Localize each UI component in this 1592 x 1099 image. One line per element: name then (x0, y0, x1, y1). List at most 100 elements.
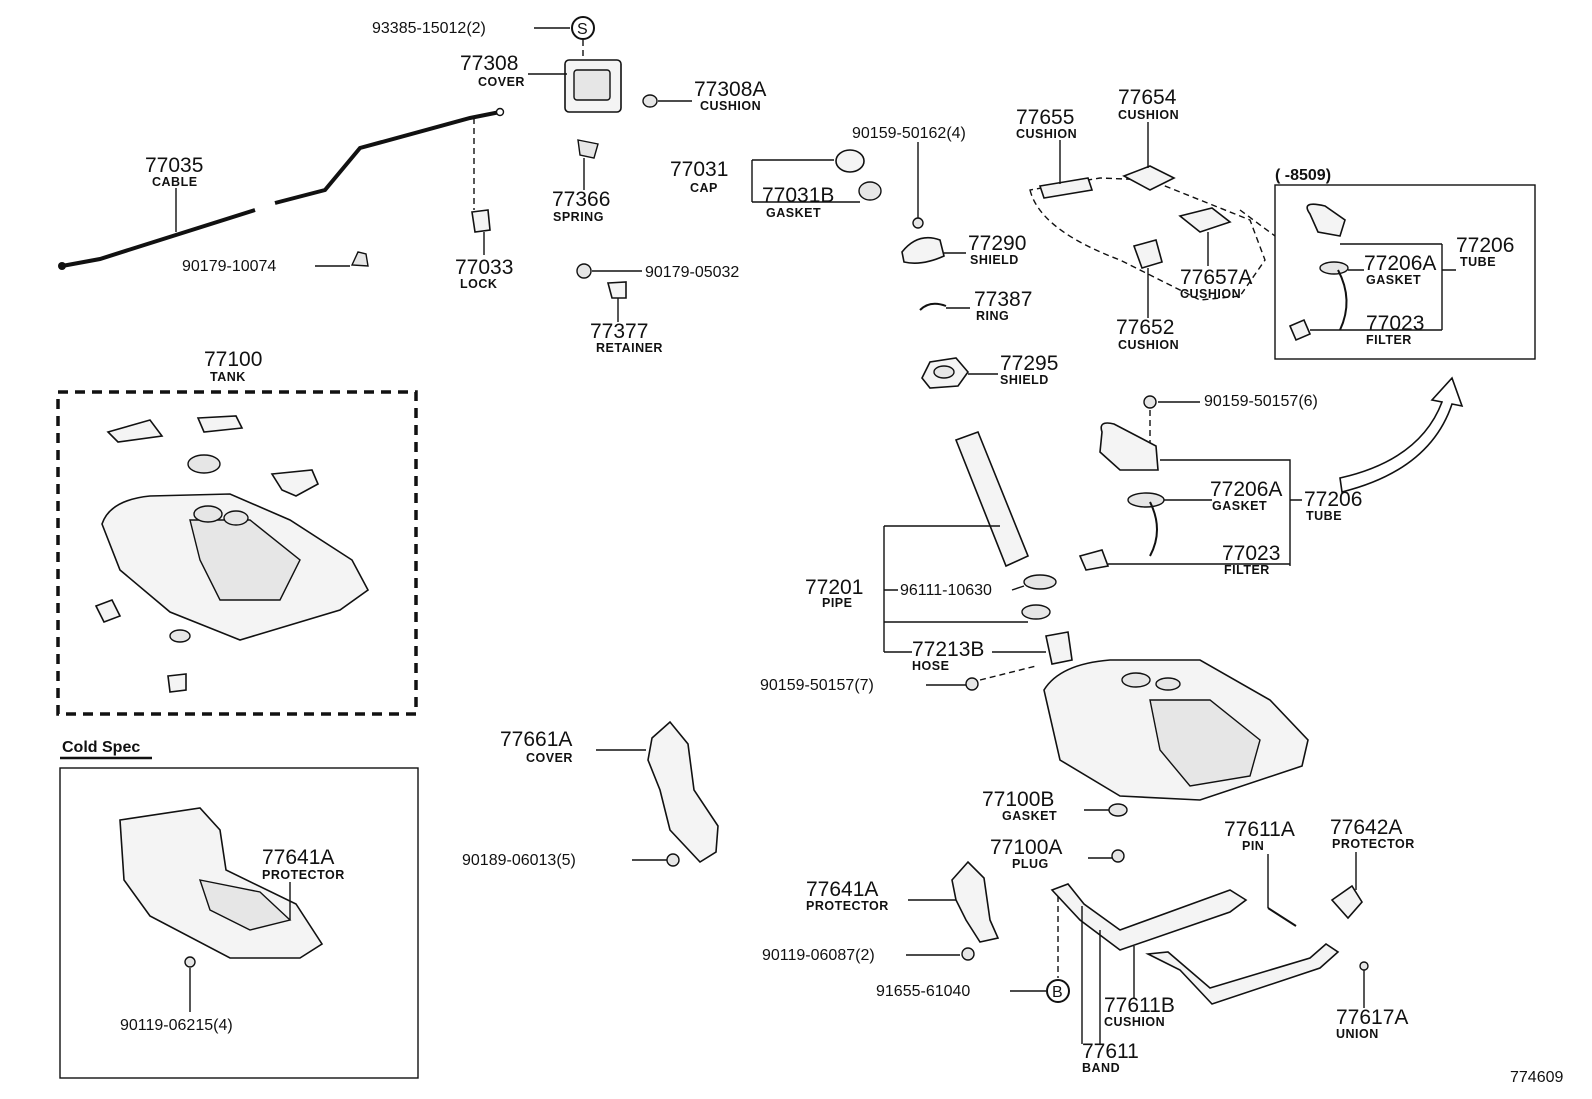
callout-77206A[interactable]: 77206A GASKET (1108, 459, 1302, 566)
callout-77100B[interactable]: 77100B GASKET (982, 788, 1128, 823)
svg-text:77100B: 77100B (982, 788, 1054, 811)
svg-text:77641A: 77641A (262, 846, 334, 869)
svg-text:RETAINER: RETAINER (596, 341, 663, 355)
callout-77031[interactable]: 77031 CAP (670, 158, 834, 202)
svg-text:FILTER: FILTER (1224, 563, 1270, 577)
callout-77377[interactable]: 77377 RETAINER (590, 298, 663, 355)
symbol-s-badge: S (571, 16, 595, 40)
callout-90189-06013[interactable]: 90189-06013(5) (462, 852, 680, 869)
cushion-77655-shape (1038, 177, 1094, 199)
svg-text:77201: 77201 (805, 576, 863, 599)
callout-90179-05032[interactable]: 90179-05032 (592, 264, 739, 281)
svg-text:TANK: TANK (210, 370, 246, 384)
callout-77035[interactable]: 77035 CABLE (145, 154, 203, 232)
cold-spec-section: Cold Spec (59, 739, 419, 1079)
callout-77641A[interactable]: 77641A PROTECTOR (806, 878, 956, 913)
svg-text:PROTECTOR: PROTECTOR (806, 899, 889, 913)
callout-77206A-top[interactable]: 77206A GASKET (1364, 252, 1436, 287)
svg-text:90119-06215(4): 90119-06215(4) (120, 1017, 233, 1034)
svg-text:CUSHION: CUSHION (1118, 338, 1179, 352)
callout-77387[interactable]: 77387 RING (946, 288, 1032, 323)
svg-text:77308: 77308 (460, 52, 518, 75)
svg-text:GASKET: GASKET (1212, 499, 1267, 513)
callout-77023-top[interactable]: 77023 FILTER (1366, 312, 1424, 347)
callout-77661A[interactable]: 77661A COVER (500, 728, 646, 765)
svg-text:PLUG: PLUG (1012, 857, 1049, 871)
callout-77023[interactable]: 77023 FILTER (1222, 542, 1280, 577)
svg-text:77100: 77100 (204, 348, 262, 371)
ring-77387-shape (919, 302, 947, 311)
svg-text:CABLE: CABLE (152, 175, 198, 189)
svg-text:77661A: 77661A (500, 728, 572, 751)
callout-77100A[interactable]: 77100A PLUG (990, 836, 1125, 871)
callout-77617A[interactable]: 77617A UNION (1336, 961, 1408, 1041)
callout-77611A[interactable]: 77611A PIN (1224, 818, 1297, 927)
cold-spec-label: Cold Spec (62, 739, 140, 756)
nut-90179-05032-shape (576, 263, 627, 299)
callout-77290[interactable]: 77290 SHIELD (944, 232, 1026, 267)
callout-77033[interactable]: 77033 LOCK (455, 232, 513, 291)
svg-text:GASKET: GASKET (1002, 809, 1057, 823)
spring-77366-shape (577, 139, 599, 159)
symbol-b-badge: B (1046, 979, 1070, 1003)
svg-text:90159-50162(4): 90159-50162(4) (852, 125, 966, 142)
svg-text:77617A: 77617A (1336, 1006, 1408, 1029)
callout-77657A[interactable]: 77657A CUSHION (1180, 232, 1252, 301)
callout-90159-50157-7[interactable]: 90159-50157(7) (760, 665, 1037, 694)
svg-text:77366: 77366 (552, 188, 610, 211)
callout-77308A[interactable]: 77308A CUSHION (658, 78, 766, 113)
svg-text:90179-05032: 90179-05032 (645, 264, 739, 281)
callout-96111-10630[interactable]: 96111-10630 (900, 582, 1025, 599)
callout-93385-15012[interactable]: 93385-15012(2) (372, 20, 570, 37)
callout-77206[interactable]: 77206 TUBE (1304, 488, 1362, 523)
callout-77206-top[interactable]: 77206 TUBE (1456, 234, 1514, 269)
callout-77642A[interactable]: 77642A PROTECTOR (1330, 816, 1415, 920)
callout-77308[interactable]: 77308 COVER (460, 52, 567, 89)
svg-text:TUBE: TUBE (1460, 255, 1496, 269)
lock-77033-shape (471, 209, 491, 233)
callout-77611B[interactable]: 77611B CUSHION (1104, 946, 1175, 1029)
callout-77031B[interactable]: 77031B GASKET (752, 184, 860, 220)
fuel-tank-shape (1043, 659, 1309, 801)
svg-text:77206A: 77206A (1210, 478, 1282, 501)
svg-text:PROTECTOR: PROTECTOR (262, 868, 345, 882)
svg-text:77031B: 77031B (762, 184, 834, 207)
svg-text:77642A: 77642A (1330, 816, 1402, 839)
part-number: 93385-15012(2) (372, 20, 486, 37)
svg-text:77213B: 77213B (912, 638, 984, 661)
svg-text:77031: 77031 (670, 158, 728, 181)
svg-text:77295: 77295 (1000, 352, 1058, 375)
callout-77366[interactable]: 77366 SPRING (552, 158, 610, 224)
cable-77035-shape (58, 107, 505, 270)
svg-text:HOSE: HOSE (912, 659, 949, 673)
callout-77655[interactable]: 77655 CUSHION (1016, 106, 1077, 184)
svg-text:91655-61040: 91655-61040 (876, 983, 970, 1000)
callout-90119-06087[interactable]: 90119-06087(2) (762, 947, 975, 964)
callout-77201[interactable]: 77201 PIPE (805, 525, 1028, 653)
cushion-77652-shape (1132, 239, 1163, 269)
shield-77290-shape (901, 236, 945, 264)
callout-77654[interactable]: 77654 CUSHION (1118, 86, 1179, 168)
pipe-77201-shape (954, 430, 1073, 665)
callout-77611[interactable]: 77611 BAND (1081, 906, 1139, 1075)
callout-77295[interactable]: 77295 SHIELD (968, 352, 1058, 387)
svg-text:77035: 77035 (145, 154, 203, 177)
callout-77652[interactable]: 77652 CUSHION (1116, 268, 1179, 352)
svg-text:77100A: 77100A (990, 836, 1062, 859)
callout-77641A-cold[interactable]: 77641A PROTECTOR (262, 846, 345, 920)
svg-text:77023: 77023 (1222, 542, 1280, 565)
svg-text:COVER: COVER (478, 75, 525, 89)
callout-91655-61040[interactable]: 91655-61040 (876, 983, 1046, 1000)
svg-text:90119-06087(2): 90119-06087(2) (762, 947, 875, 964)
callout-77213B[interactable]: 77213B HOSE (912, 638, 1046, 673)
callout-90119-06215[interactable]: 90119-06215(4) (120, 956, 233, 1034)
tank-assembly-box (56, 390, 418, 716)
callout-90159-50162[interactable]: 90159-50162(4) (852, 125, 966, 220)
callout-90159-50157-6[interactable]: 90159-50157(6) (1143, 393, 1318, 448)
cushion-77657a-shape (1178, 207, 1232, 233)
callout-77100[interactable]: 77100 TANK (204, 348, 262, 384)
svg-text:( -8509): ( -8509) (1275, 167, 1331, 184)
svg-text:77655: 77655 (1016, 106, 1074, 129)
diagram-reference-number: 774609 (1510, 1069, 1563, 1086)
callout-90179-10074[interactable]: 90179-10074 (182, 258, 350, 275)
